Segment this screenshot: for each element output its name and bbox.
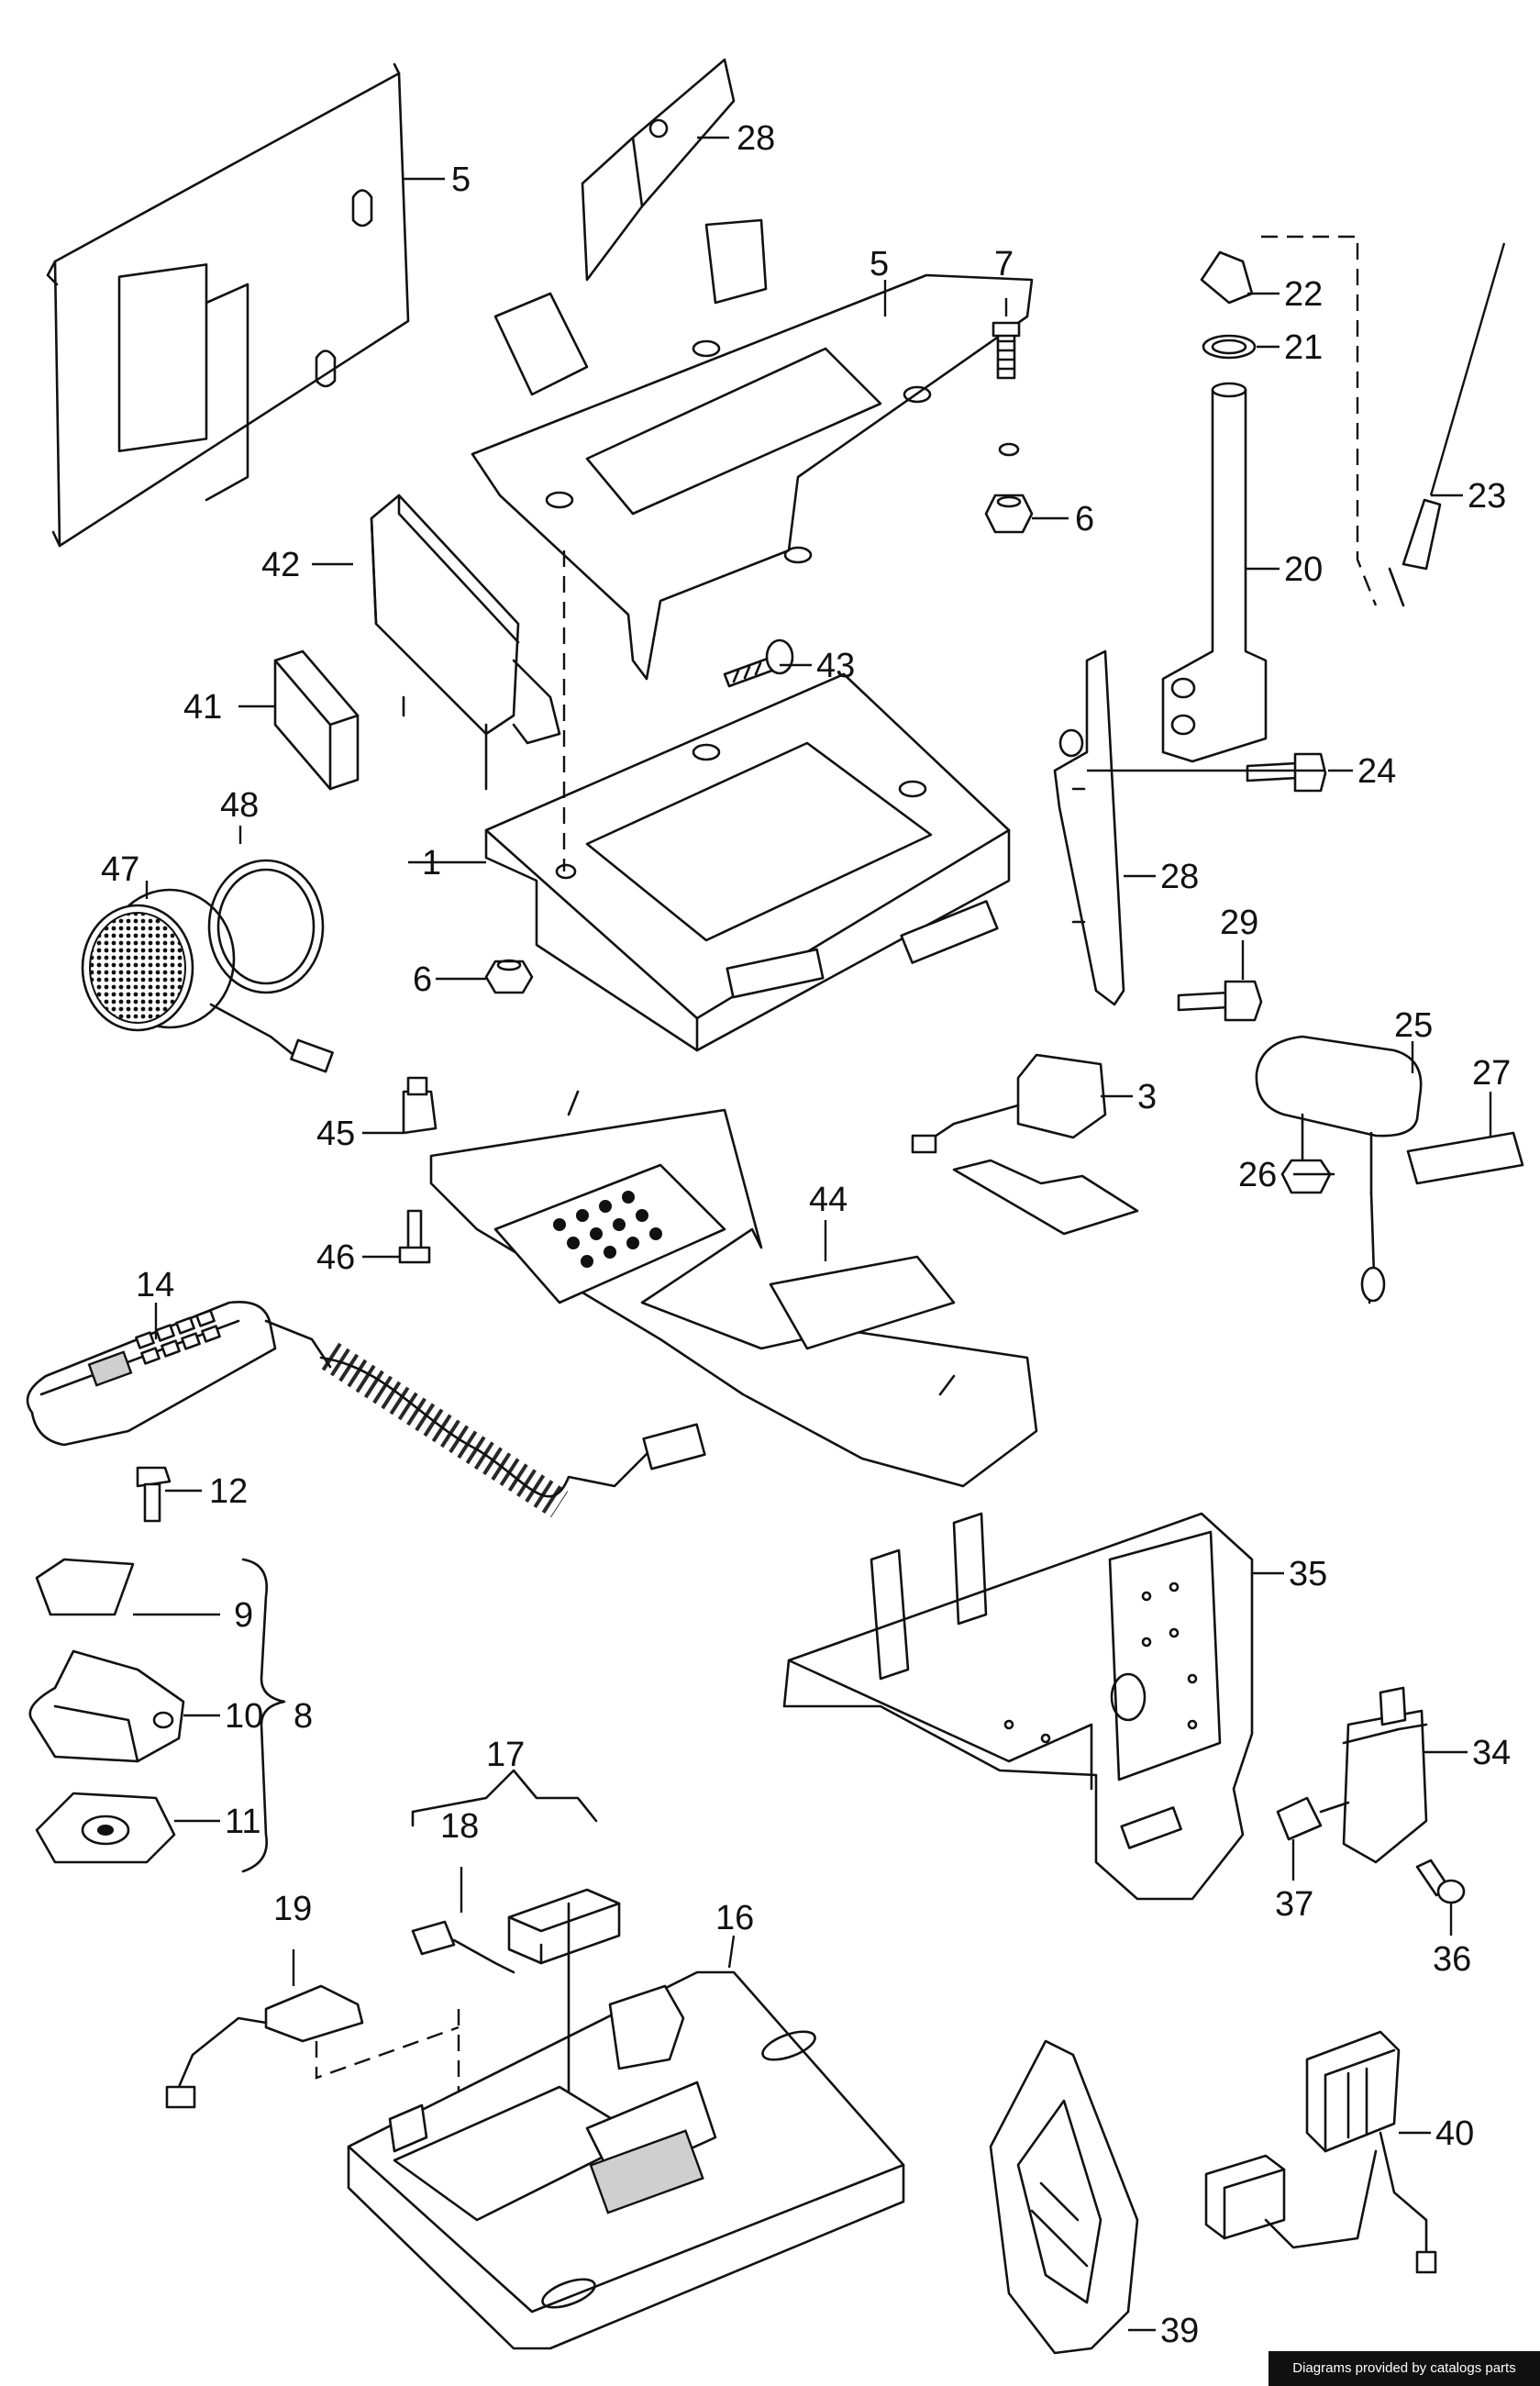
label-part-36: 36	[1433, 1940, 1471, 1979]
part-20-antenna-mast	[1161, 382, 1268, 763]
part-41-sensor	[273, 649, 360, 791]
group-brace-17	[411, 1769, 598, 1827]
label-part-42: 42	[261, 546, 300, 584]
label-part-17: 17	[486, 1736, 525, 1774]
label-part-23: 23	[1468, 477, 1506, 516]
part-19-harness	[165, 1984, 460, 2109]
handset-keypad	[135, 1309, 221, 1365]
part-14-handset	[26, 1301, 332, 1447]
label-part-3: 3	[1137, 1078, 1157, 1116]
label-part-7: 7	[994, 245, 1014, 283]
part-47-speaker	[81, 888, 334, 1073]
part-7-stud	[992, 321, 1021, 380]
part-11-pad	[35, 1792, 176, 1864]
label-part-11: 11	[225, 1803, 260, 1841]
part-1-control-unit	[484, 550, 1011, 1052]
label-part-28a: 28	[737, 119, 775, 158]
part-9-cover	[35, 1558, 135, 1616]
label-part-12: 12	[209, 1472, 248, 1511]
label-part-19: 19	[273, 1890, 312, 1928]
label-part-37: 37	[1275, 1885, 1313, 1924]
part-10-holder	[28, 1649, 185, 1763]
part-48-ring	[207, 859, 325, 994]
antenna-group-dashline	[1261, 235, 1378, 606]
label-part-43: 43	[816, 647, 855, 685]
part-40-module-small	[1204, 2149, 1378, 2249]
part-23-antenna-rod	[1388, 242, 1506, 607]
group-brace-8	[241, 1558, 286, 1873]
label-part-16: 16	[715, 1899, 754, 1937]
label-part-10: 10	[225, 1697, 263, 1736]
leader-lines	[133, 136, 1492, 2332]
credit-banner: Diagrams provided by catalogs parts	[1269, 2351, 1540, 2386]
part-42-module	[370, 494, 561, 791]
label-part-41: 41	[183, 688, 222, 727]
label-part-9: 9	[234, 1596, 253, 1635]
tray-hole-grid	[553, 1191, 662, 1268]
label-part-22: 22	[1284, 275, 1323, 314]
label-part-21: 21	[1284, 328, 1323, 367]
label-part-18: 18	[440, 1807, 479, 1846]
label-part-1: 1	[422, 844, 441, 882]
part-34-control-module	[1342, 1686, 1428, 1864]
label-part-5b: 5	[870, 245, 889, 283]
label-part-8: 8	[294, 1697, 313, 1736]
callout-labels: 5 28 5 7 6 22 21 23 20 24 28 29 25 27 26…	[101, 119, 1511, 2350]
label-part-46: 46	[316, 1238, 355, 1277]
label-part-40: 40	[1435, 2114, 1474, 2153]
part-18-connector	[411, 1920, 515, 1974]
part-27-pad	[1406, 1131, 1524, 1185]
part-5-plate-left	[46, 62, 410, 548]
label-part-28b: 28	[1160, 858, 1199, 896]
part-28-bracket-lower	[1053, 649, 1125, 1006]
label-part-6b: 6	[413, 960, 432, 999]
part-43-screw	[723, 638, 794, 688]
frame-holes	[1003, 1581, 1198, 1744]
label-part-34: 34	[1472, 1734, 1511, 1772]
handset-coiled-cord	[319, 1342, 706, 1518]
part-25-roof-antenna	[1255, 1035, 1423, 1304]
label-part-20: 20	[1284, 550, 1323, 589]
label-part-14: 14	[136, 1266, 174, 1304]
part-5-mounting-frame	[471, 218, 1034, 681]
part-39-trim-cover	[989, 2039, 1139, 2355]
part-35-frame	[782, 1512, 1254, 1901]
label-part-5a: 5	[451, 161, 471, 199]
part-44-tray	[429, 1090, 1038, 1488]
label-part-35: 35	[1289, 1555, 1327, 1593]
label-part-39: 39	[1160, 2312, 1199, 2350]
part-29-screw	[1177, 980, 1263, 1022]
part-3-sensor-box	[911, 1053, 1107, 1154]
part-36-screw	[1415, 1859, 1466, 1904]
part-17-module	[507, 1888, 621, 1965]
part-46-screw	[398, 1209, 431, 1264]
label-part-44: 44	[809, 1181, 848, 1219]
label-part-48: 48	[220, 786, 259, 825]
part-24-screw	[1246, 752, 1327, 793]
part-3-plate	[952, 1159, 1139, 1236]
part-22-antenna-cap	[1200, 250, 1254, 305]
part-6-nut-upper	[984, 494, 1034, 534]
part-45-clip	[402, 1076, 438, 1135]
part-12-screw	[136, 1466, 172, 1523]
part-37-clip	[1276, 1796, 1350, 1841]
label-part-27: 27	[1472, 1054, 1511, 1093]
label-part-24: 24	[1357, 752, 1396, 791]
part-6-nut-lower	[484, 959, 534, 994]
label-part-45: 45	[316, 1115, 355, 1153]
label-part-6a: 6	[1075, 500, 1094, 538]
part-40-module-large	[1305, 2030, 1437, 2274]
label-part-25: 25	[1394, 1006, 1433, 1045]
label-part-29: 29	[1220, 904, 1258, 942]
part-28-bracket-upper	[581, 58, 736, 282]
label-part-26: 26	[1238, 1156, 1277, 1194]
part-26-nut	[1280, 1159, 1332, 1194]
label-part-47: 47	[101, 850, 139, 889]
part-16-console	[347, 1902, 905, 2350]
part-21-seal-ring	[1202, 334, 1257, 360]
